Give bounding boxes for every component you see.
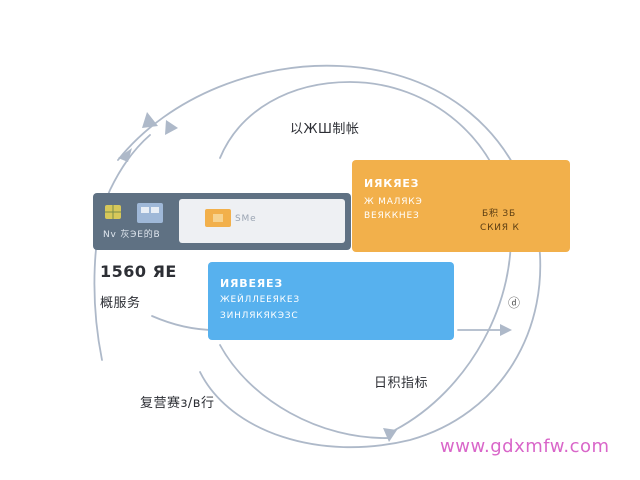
sim-chip-icon — [105, 205, 121, 219]
arrowhead-icon — [500, 324, 512, 336]
gray-card: Nv 灰ЭЕ的B SMe — [93, 193, 351, 250]
orange-card-title: ИЯКЯЕЗ — [364, 177, 420, 190]
blue-card: ИЯВЕЯЕЗ ЖЕЙЛЛЕЕЯКЕЗ ЗИНЛЯКЯКЭЗС — [208, 262, 454, 340]
inner-loop-arc — [219, 81, 512, 431]
gray-card-panel-text: SMe — [235, 214, 257, 224]
bottom-left-label: 复营赛ɜ/в行 — [140, 396, 215, 411]
arrowhead-icon — [383, 428, 397, 442]
orange-card: ИЯКЯЕЗ Ж МАЛЯКЭ ВЕЯККНЕЗ Б积 ЗБ СКИЯ К — [352, 160, 570, 252]
arrowhead-icon — [165, 120, 178, 135]
sim-chip-icon — [205, 209, 231, 227]
left-label: 概服务 — [100, 296, 141, 311]
orange-card-line1: Ж МАЛЯКЭ — [364, 197, 423, 207]
card-thumbnail-icon — [137, 203, 163, 223]
top-label: 以ЖШ制帐 — [290, 122, 360, 137]
bottom-connector — [219, 344, 391, 439]
blue-card-line2: ЗИНЛЯКЯКЭЗС — [220, 311, 299, 321]
orange-card-side-label1: Б积 ЗБ — [482, 209, 516, 219]
bottom-right-label: 日积指标 — [374, 376, 429, 391]
blue-card-title: ИЯВЕЯЕЗ — [220, 277, 283, 290]
blue-card-line1: ЖЕЙЛЛЕЕЯКЕЗ — [220, 295, 300, 305]
arrowhead-icon — [142, 112, 158, 128]
gray-card-text: Nv 灰ЭЕ的B — [103, 230, 161, 240]
watermark: www.gdxmfw.com — [440, 436, 610, 457]
arrowhead-icon — [118, 148, 132, 162]
left-to-blue-connector — [151, 315, 216, 331]
gray-card-panel: SMe — [179, 199, 345, 243]
orange-card-line2: ВЕЯККНЕЗ — [364, 211, 420, 221]
right-symbol: ⓓ — [508, 296, 521, 310]
amount-label: 1560 ЯЕ — [100, 262, 177, 281]
orange-card-side-label2: СКИЯ К — [480, 223, 520, 233]
